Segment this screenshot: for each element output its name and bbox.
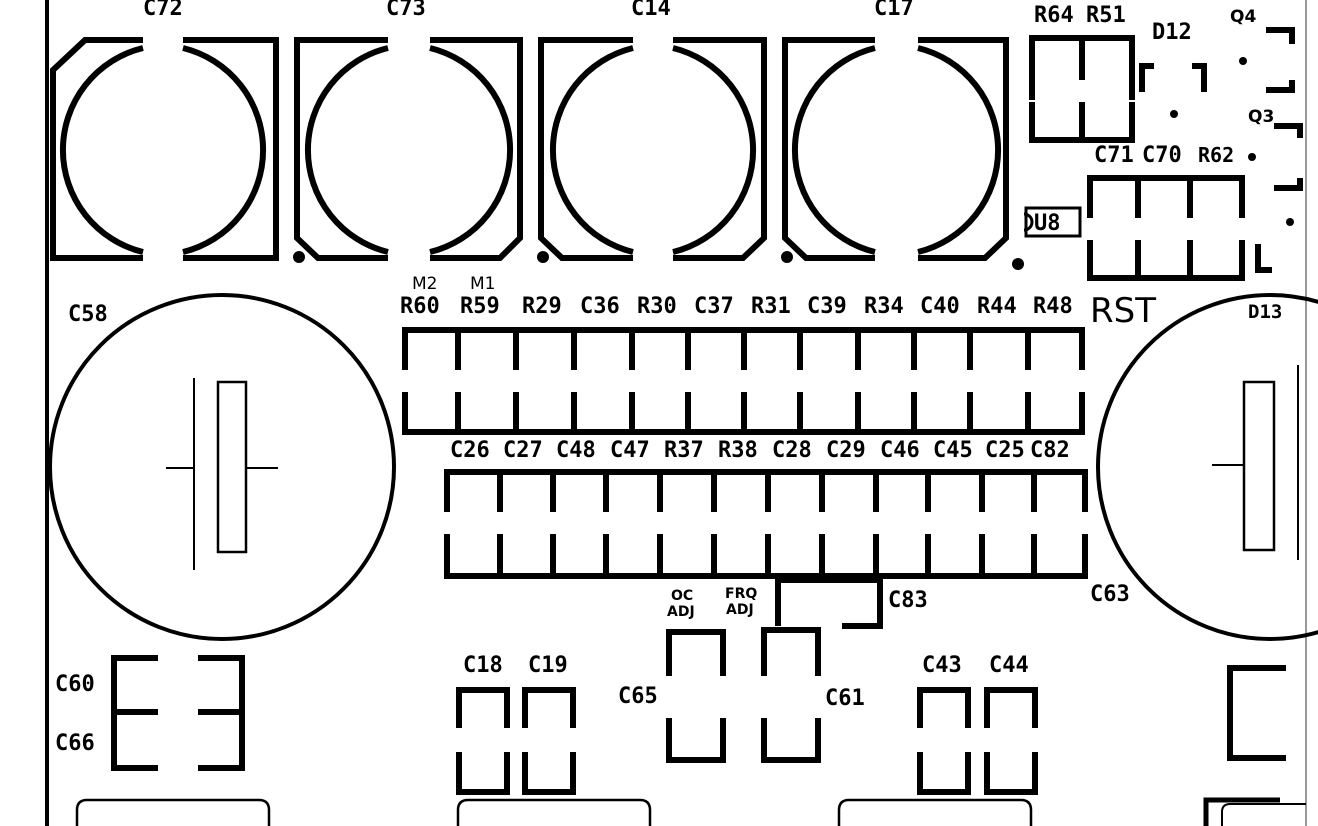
label-u8: U8 <box>1034 211 1061 236</box>
label-r38: R38 <box>718 438 758 463</box>
label-c63: C63 <box>1090 582 1130 607</box>
label-c71: C71 <box>1094 143 1134 168</box>
label-c27: C27 <box>503 438 543 463</box>
label-q4: Q4 <box>1230 7 1256 27</box>
capacitor-c17 <box>781 37 1009 263</box>
label-c29: C29 <box>826 438 866 463</box>
footprint-c71-c70-r62 <box>1087 175 1272 281</box>
label-r64: R64 <box>1034 3 1074 28</box>
label-c18: C18 <box>463 653 503 678</box>
trimmer-frq-adj <box>761 627 821 763</box>
capacitor-c72 <box>50 37 279 261</box>
passive-row-2 <box>444 469 1088 579</box>
label-r59: R59 <box>460 294 500 319</box>
label-c39: C39 <box>807 294 847 319</box>
bottom-connectors <box>75 797 1306 826</box>
footprint-right-bracket <box>1227 665 1286 761</box>
label-c17: C17 <box>874 0 914 21</box>
label-r29: R29 <box>522 294 562 319</box>
footprint-c18 <box>456 687 510 795</box>
footprint-c60-c66 <box>111 655 245 771</box>
label-c65: C65 <box>618 684 658 709</box>
label-r30: R30 <box>637 294 677 319</box>
label-r62: R62 <box>1198 143 1234 167</box>
label-c26: C26 <box>450 438 490 463</box>
label-r44: R44 <box>977 294 1017 319</box>
label-c25: C25 <box>985 438 1025 463</box>
label-q3: Q3 <box>1248 107 1274 127</box>
label-c43: C43 <box>922 653 962 678</box>
label-frq-adj: ADJ <box>726 602 754 618</box>
footprint-c83 <box>775 577 883 629</box>
label-r60: R60 <box>400 294 440 319</box>
label-oc-adj: ADJ <box>667 604 695 620</box>
footprint-r64-r51 <box>1029 35 1135 143</box>
label-c14: C14 <box>631 0 671 21</box>
capacitor-c14 <box>537 37 767 263</box>
label-d12: D12 <box>1152 20 1192 45</box>
label-c73: C73 <box>386 0 426 21</box>
component-d13 <box>1096 293 1318 641</box>
label-c37: C37 <box>694 294 734 319</box>
label-c47: C47 <box>610 438 650 463</box>
label-d13: D13 <box>1248 301 1282 323</box>
label-c70: C70 <box>1142 143 1182 168</box>
label-c82: C82 <box>1030 438 1070 463</box>
label-c66: C66 <box>55 731 95 756</box>
label-c58: C58 <box>68 302 108 327</box>
capacitor-c58 <box>48 293 396 641</box>
label-c72: C72 <box>143 0 183 21</box>
label-c60: C60 <box>55 672 95 697</box>
label-r51: R51 <box>1086 3 1126 28</box>
label-m1: M1 <box>470 274 495 294</box>
label-c19: C19 <box>528 653 568 678</box>
label-c44: C44 <box>989 653 1029 678</box>
passive-row-1 <box>402 327 1085 435</box>
label-r37: R37 <box>664 438 704 463</box>
footprint-c43 <box>917 687 971 795</box>
label-m2: M2 <box>412 274 437 294</box>
capacitor-c73 <box>293 37 523 263</box>
footprint-q4 <box>1239 27 1295 93</box>
footprint-c44 <box>984 687 1038 795</box>
top-capacitor-row <box>50 37 1009 263</box>
label-oc: OC <box>671 588 693 604</box>
label-r31: R31 <box>751 294 791 319</box>
trimmer-oc-adj <box>666 629 726 763</box>
label-c45: C45 <box>933 438 973 463</box>
label-c61: C61 <box>825 686 865 711</box>
footprint-u8 <box>1012 206 1082 270</box>
footprint-c19 <box>522 687 576 795</box>
label-c48: C48 <box>556 438 596 463</box>
label-c83: C83 <box>888 588 928 613</box>
label-r34: R34 <box>864 294 904 319</box>
footprint-d12 <box>1139 63 1207 118</box>
label-c46: C46 <box>880 438 920 463</box>
label-rst: RST <box>1090 291 1156 331</box>
label-c36: C36 <box>580 294 620 319</box>
label-c40: C40 <box>920 294 960 319</box>
label-frq: FRQ <box>725 586 757 602</box>
label-c28: C28 <box>772 438 812 463</box>
label-r48: R48 <box>1033 294 1073 319</box>
footprint-q3 <box>1248 123 1303 226</box>
